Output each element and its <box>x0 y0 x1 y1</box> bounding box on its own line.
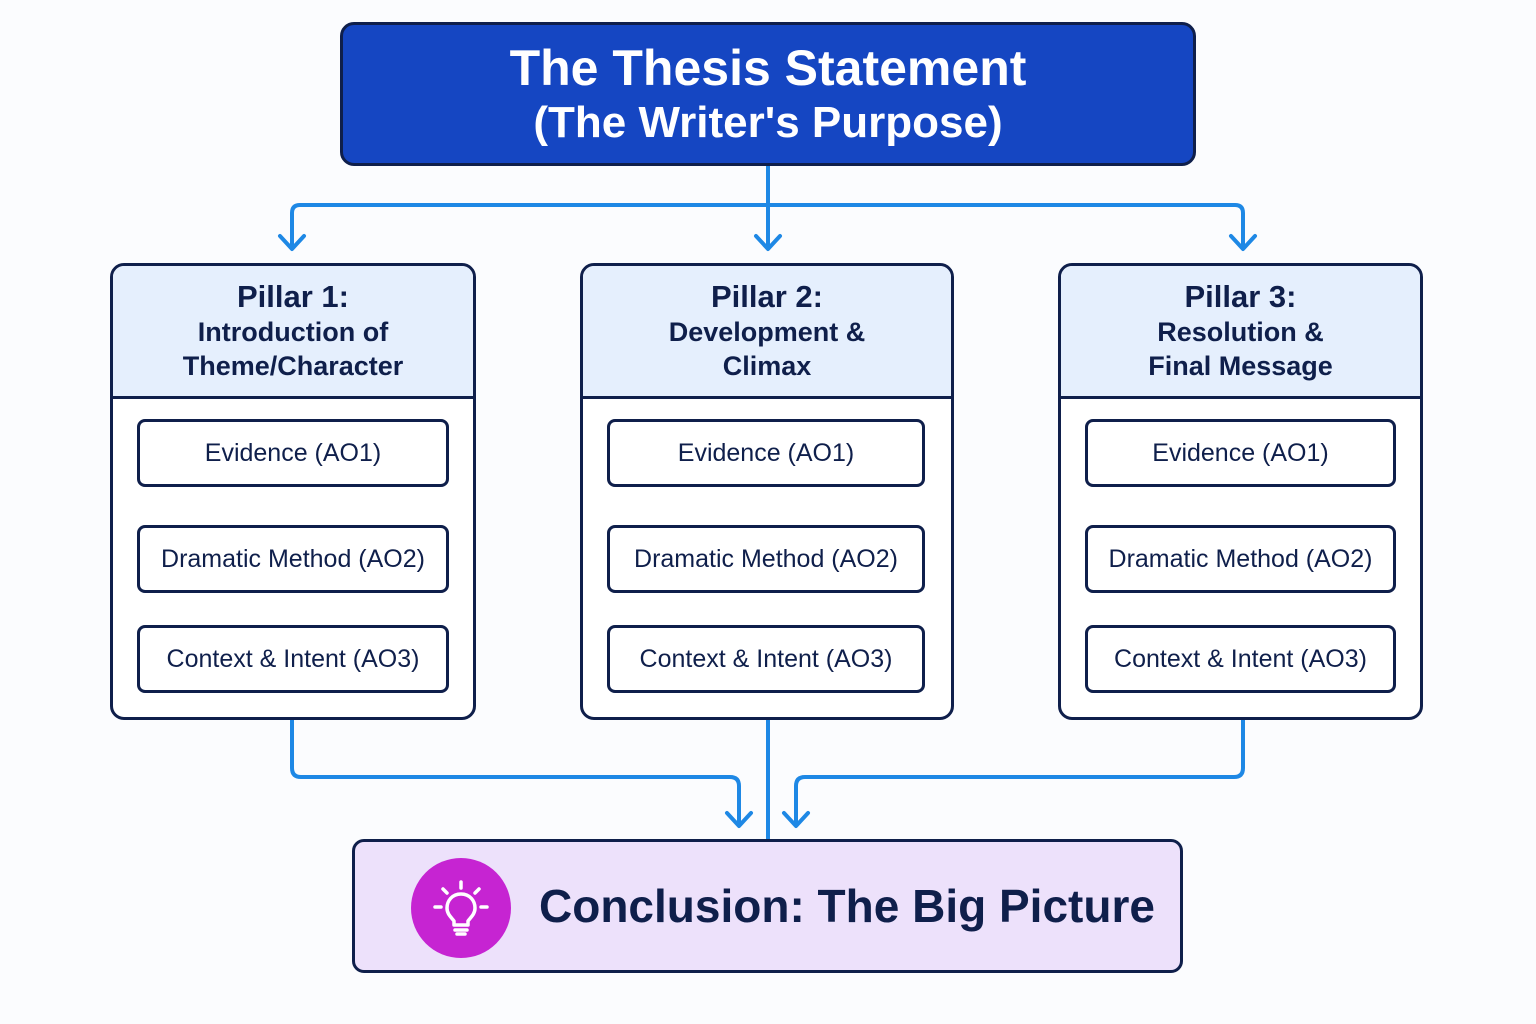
connector-pillar-1-out <box>290 718 741 827</box>
arrowhead-pillar-2 <box>754 234 782 251</box>
pillar-3-step-context-intent: Context & Intent (AO3) <box>1085 625 1396 693</box>
lightbulb-icon <box>411 858 511 958</box>
pillar-3-header: Pillar 3: Resolution & Final Message <box>1061 266 1420 399</box>
pillar-3-step-evidence: Evidence (AO1) <box>1085 419 1396 487</box>
arrowhead-conclusion-left <box>725 811 753 828</box>
pillar-2-subtitle: Development & Climax <box>668 317 866 381</box>
conclusion-box: Conclusion: The Big Picture <box>352 839 1183 973</box>
pillar-1-title: Pillar 1: <box>237 279 349 314</box>
pillar-3-title: Pillar 3: <box>1184 279 1297 314</box>
pillar-1-header: Pillar 1: Introduction of Theme/Characte… <box>113 266 473 399</box>
pillar-2-step-dramatic-method: Dramatic Method (AO2) <box>607 525 925 593</box>
pillar-3-subtitle: Resolution & Final Message <box>1148 317 1333 381</box>
pillar-1-step-dramatic-method: Dramatic Method (AO2) <box>137 525 449 593</box>
arrowhead-pillar-1 <box>278 234 306 251</box>
pillar-1-step-context-intent: Context & Intent (AO3) <box>137 625 449 693</box>
pillar-3-step-dramatic-method: Dramatic Method (AO2) <box>1085 525 1396 593</box>
pillar-1-step-evidence: Evidence (AO1) <box>137 419 449 487</box>
thesis-subtitle: (The Writer's Purpose) <box>533 98 1003 147</box>
thesis-title: The Thesis Statement <box>509 40 1027 96</box>
pillar-1-subtitle: Introduction of Theme/Character <box>182 317 404 381</box>
pillar-2-step-context-intent: Context & Intent (AO3) <box>607 625 925 693</box>
pillar-2-header: Pillar 2: Development & Climax <box>583 266 951 399</box>
arrowhead-conclusion-right <box>782 811 810 828</box>
pillar-2-step-evidence: Evidence (AO1) <box>607 419 925 487</box>
connector-pillar-3-out <box>794 718 1245 827</box>
conclusion-label: Conclusion: The Big Picture <box>539 880 1155 932</box>
pillar-2-title: Pillar 2: <box>711 279 823 314</box>
arrowhead-pillar-3 <box>1229 234 1257 251</box>
thesis-box: The Thesis Statement (The Writer's Purpo… <box>340 22 1196 166</box>
